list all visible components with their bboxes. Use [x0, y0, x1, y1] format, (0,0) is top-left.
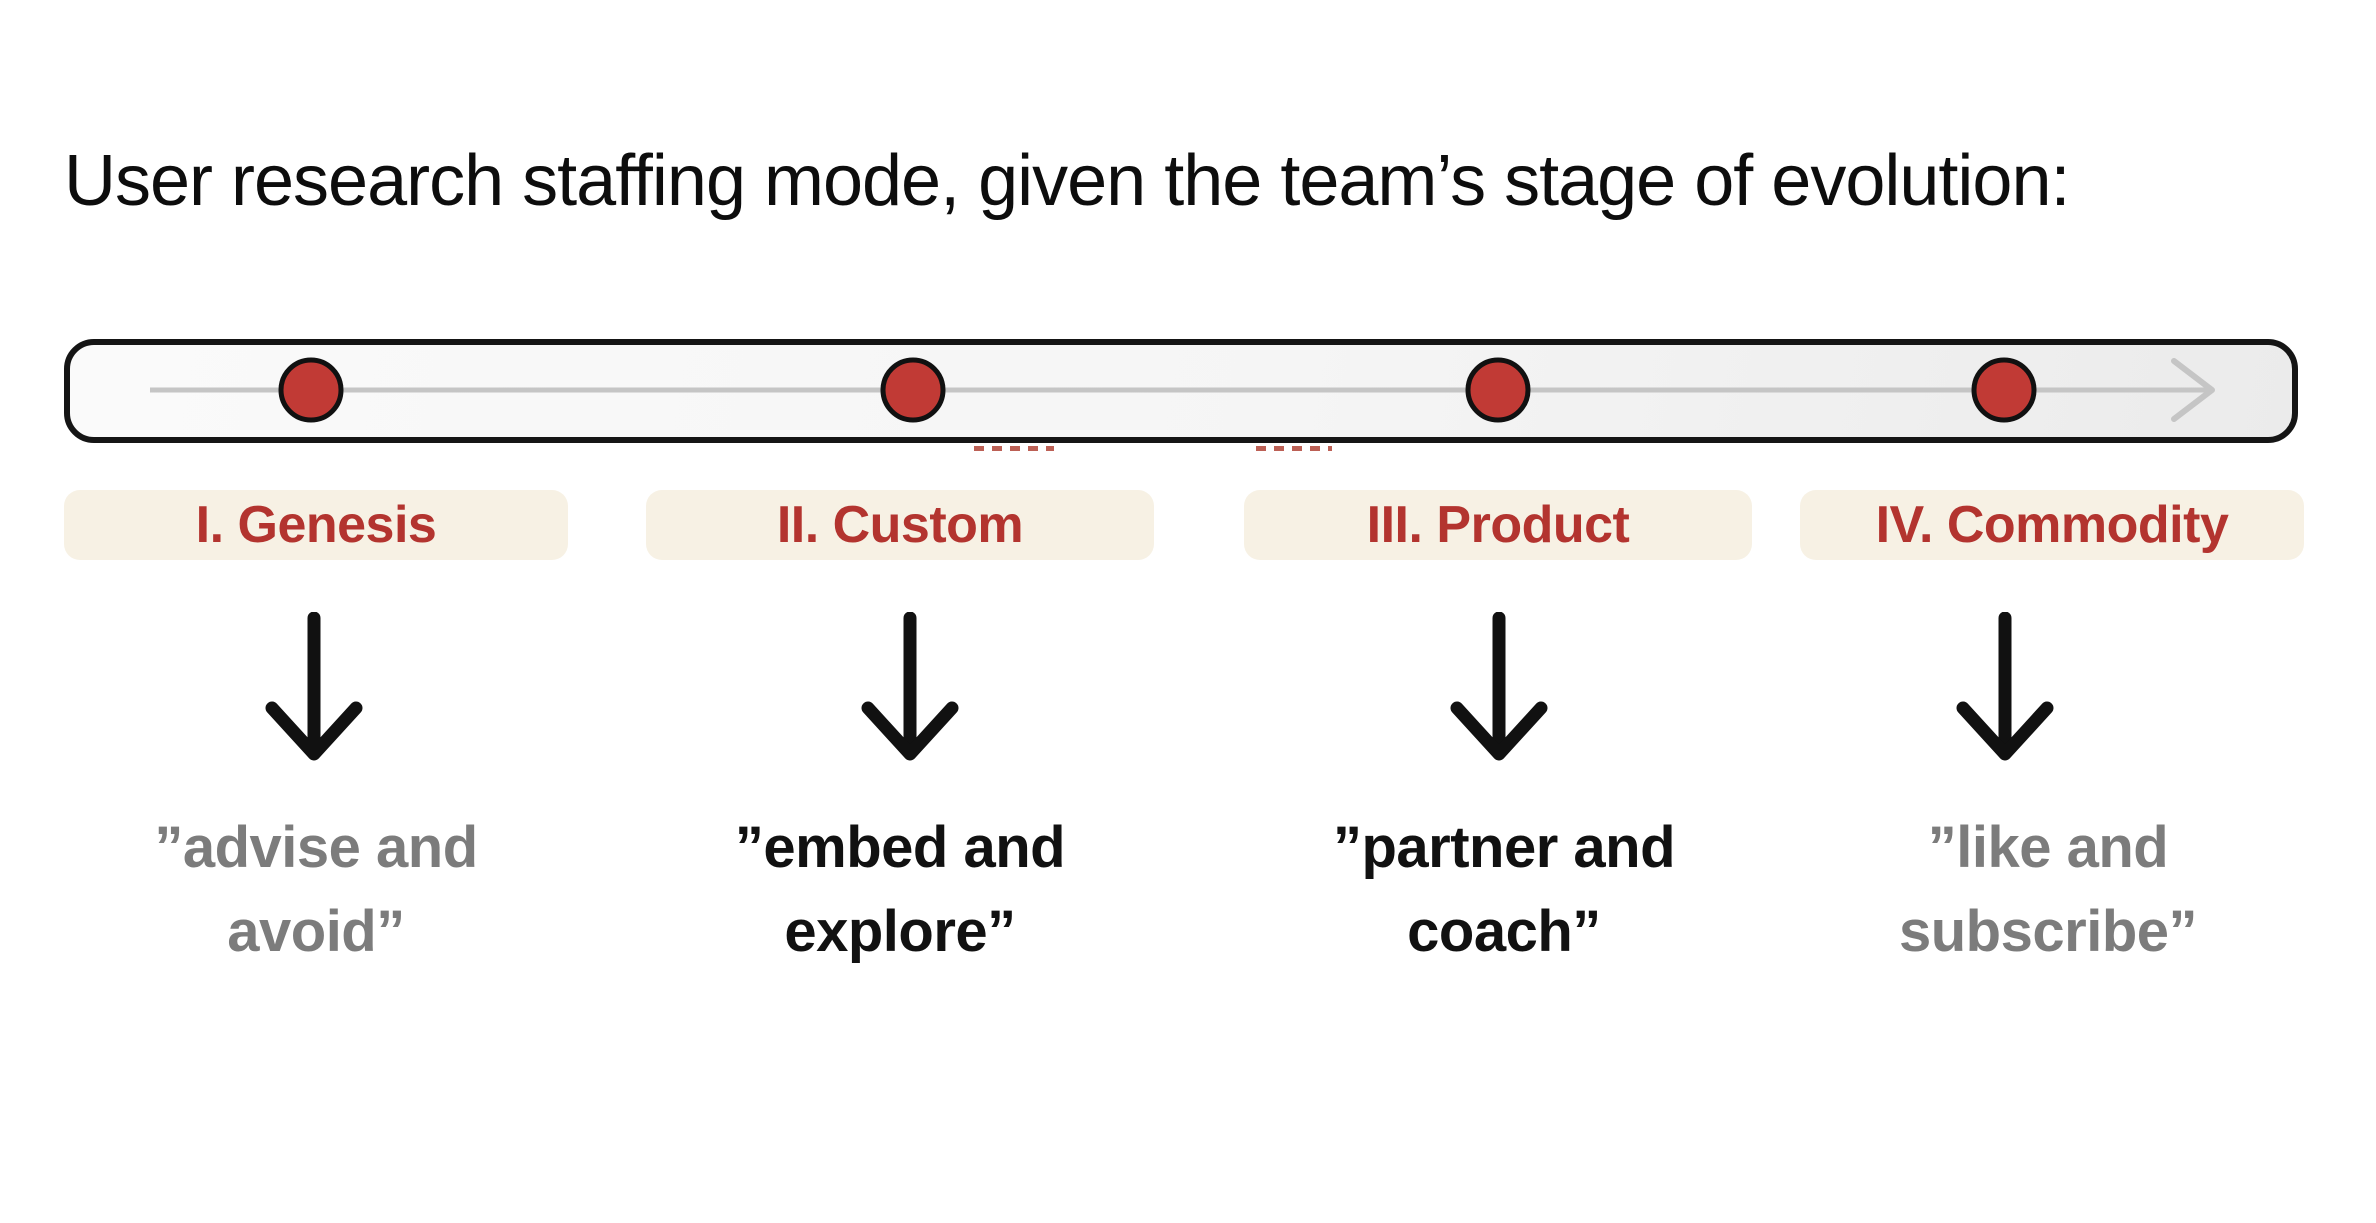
stage-label-commodity: IV. Commodity	[1800, 490, 2304, 560]
down-arrow-icon	[1956, 612, 2054, 761]
red-dash-mark	[1256, 446, 1332, 451]
stage-dot-genesis	[278, 357, 344, 423]
stage-label-product: III. Product	[1244, 490, 1752, 560]
quote-genesis: ”advise and avoid”	[16, 806, 616, 974]
down-arrow-icon	[265, 612, 363, 761]
page-title: User research staffing mode, given the t…	[64, 141, 2071, 221]
quote-line: coach”	[1407, 899, 1601, 965]
quote-line: ”partner and	[1332, 815, 1676, 880]
down-arrow-icon	[1450, 612, 1548, 761]
quote-line: ”embed and	[734, 815, 1066, 880]
right-arrow-icon	[2171, 358, 2215, 422]
quote-line: ”like and	[1927, 815, 2169, 880]
quote-product: ”partner and coach”	[1204, 806, 1804, 974]
stage-label-genesis: I. Genesis	[64, 490, 568, 560]
quote-custom: ”embed and explore”	[600, 806, 1200, 974]
stage-dot-custom	[880, 357, 946, 423]
quote-line: subscribe”	[1899, 899, 2198, 965]
down-arrow-icon	[861, 612, 959, 761]
stage-dot-product	[1465, 357, 1531, 423]
quote-commodity: ”like and subscribe”	[1748, 806, 2348, 974]
quote-line: avoid”	[227, 899, 405, 965]
stage-label-custom: II. Custom	[646, 490, 1154, 560]
quote-line: ”advise and	[154, 815, 478, 880]
timeline-graphic	[150, 357, 2215, 423]
stage-dot-commodity	[1971, 357, 2037, 423]
quote-line: explore”	[784, 899, 1016, 965]
red-dash-mark	[974, 446, 1054, 451]
evolution-timeline-bar	[64, 339, 2298, 443]
